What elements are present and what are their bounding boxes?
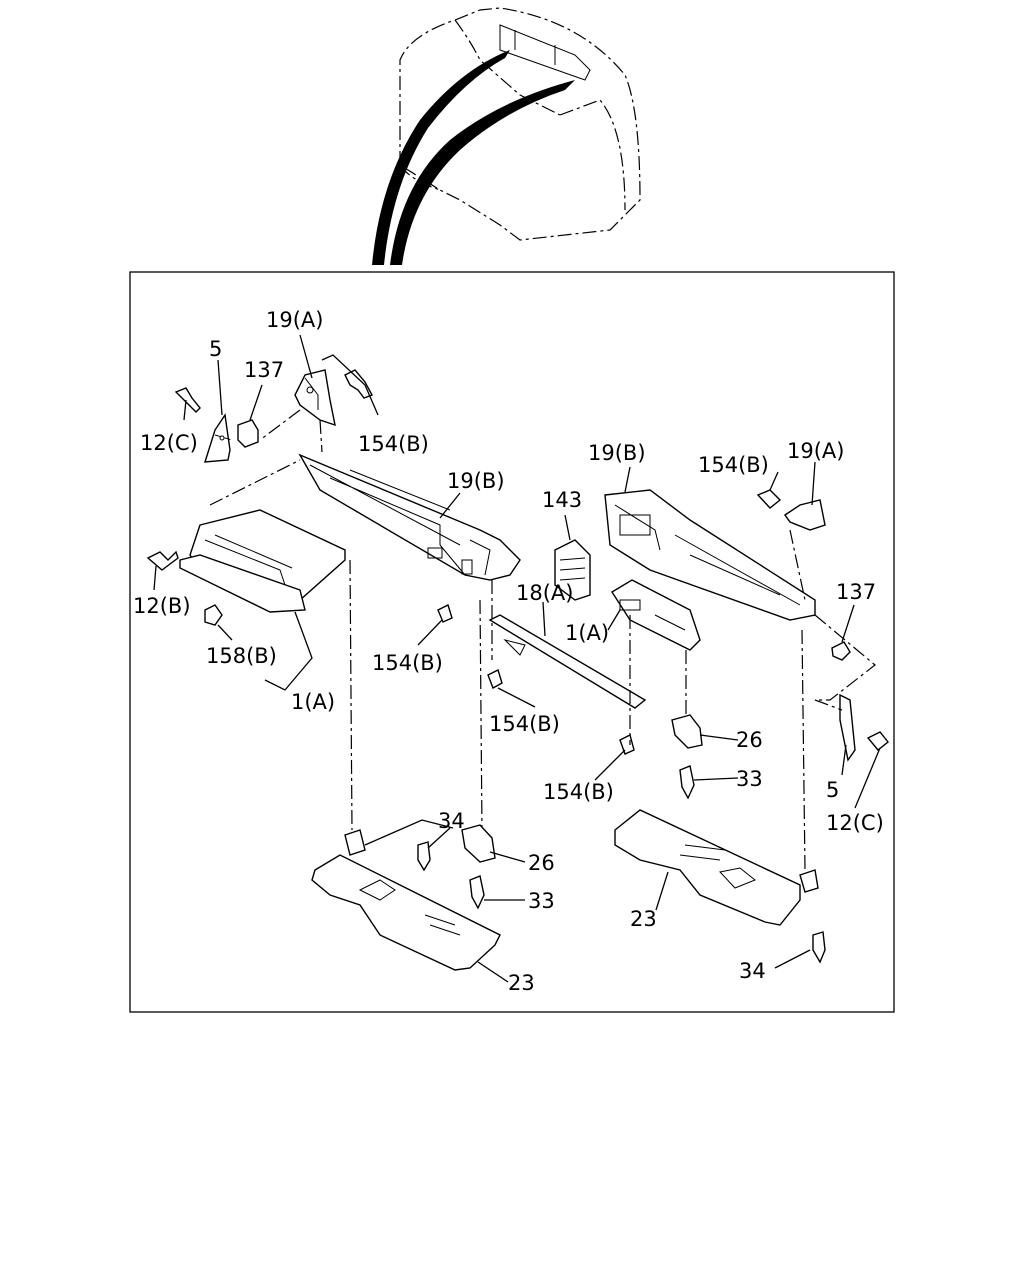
- cab-illustration: [372, 7, 641, 265]
- label-12c-right: 12(C): [826, 811, 884, 835]
- label-19b-right: 19(B): [588, 441, 646, 465]
- label-23-left: 23: [508, 971, 535, 995]
- label-33-right: 33: [736, 767, 763, 791]
- label-154b-top: 154(B): [358, 432, 429, 456]
- label-12c-left: 12(C): [140, 431, 198, 455]
- label-19a-left: 19(A): [266, 308, 323, 332]
- label-34-left: 34: [438, 809, 465, 833]
- label-5-right: 5: [826, 778, 839, 802]
- left-console-assembly: [146, 369, 521, 971]
- label-1a-left: 1(A): [291, 690, 335, 714]
- label-18a: 18(A): [516, 581, 573, 605]
- label-158b: 158(B): [206, 644, 277, 668]
- label-154b-right-top: 154(B): [698, 453, 769, 477]
- label-1a-right: 1(A): [565, 621, 609, 645]
- label-26-left: 26: [528, 851, 555, 875]
- right-console-assembly: [488, 489, 889, 964]
- leader-lines: [153, 334, 881, 983]
- label-5-left: 5: [209, 337, 222, 361]
- label-34-right: 34: [739, 959, 766, 983]
- label-154b-center: 154(B): [489, 712, 560, 736]
- label-23-right: 23: [630, 907, 657, 931]
- label-19a-right: 19(A): [787, 439, 844, 463]
- callout-labels: 19(A) 5 137 12(C) 154(B) 19(B) 12(B) 158…: [133, 308, 884, 995]
- label-137-right: 137: [836, 580, 876, 604]
- detail-frame: [129, 271, 895, 1013]
- label-19b-left: 19(B): [447, 469, 505, 493]
- label-143: 143: [542, 488, 582, 512]
- label-137-left: 137: [244, 358, 284, 382]
- label-154b-mid: 154(B): [372, 651, 443, 675]
- label-12b: 12(B): [133, 594, 191, 618]
- label-154b-low: 154(B): [543, 780, 614, 804]
- label-33-left: 33: [528, 889, 555, 913]
- label-26-right: 26: [736, 728, 763, 752]
